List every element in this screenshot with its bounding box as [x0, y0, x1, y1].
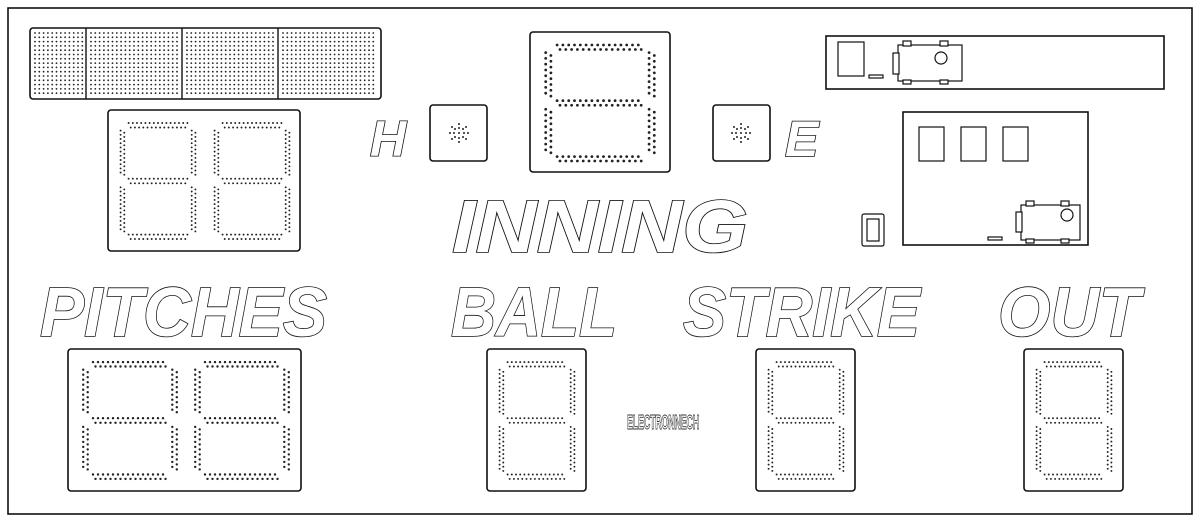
equipment-box-top	[825, 35, 1165, 90]
pitches-panel	[67, 348, 302, 492]
ball-panel	[486, 348, 587, 492]
pitches-digit-tens	[82, 360, 178, 481]
error-label: E	[785, 111, 820, 167]
inning-label: INNING	[452, 185, 748, 268]
hits-digit-units	[213, 122, 291, 240]
out-panel	[1023, 348, 1124, 492]
pitches-label: PITCHES	[40, 273, 327, 351]
error-lamp	[712, 104, 771, 162]
hits-digit-tens	[119, 122, 197, 240]
horn-lamp-icon	[731, 123, 751, 143]
inning-panel	[529, 31, 671, 173]
home-label: H	[370, 111, 407, 167]
out-digit	[1035, 361, 1113, 480]
horn-lamp-icon	[449, 123, 469, 143]
strike-panel	[755, 348, 856, 492]
camera-icon	[892, 40, 963, 85]
ball-digit	[498, 361, 576, 480]
equipment-box-middle	[902, 111, 1089, 246]
out-label: OUT	[998, 273, 1145, 351]
strike-digit	[767, 361, 845, 480]
ball-label: BALL	[451, 273, 617, 351]
inning-digit	[544, 43, 656, 163]
pitches-digit-units	[194, 360, 290, 481]
message-matrix-panel	[29, 27, 382, 100]
hits-panel	[107, 109, 301, 252]
indicator-light-icon	[861, 213, 885, 247]
hit-lamp	[429, 104, 488, 162]
camera-icon	[1015, 200, 1081, 244]
strike-label: STRIKE	[683, 273, 922, 351]
brand-logo: ELECTRONNECH	[627, 412, 699, 434]
